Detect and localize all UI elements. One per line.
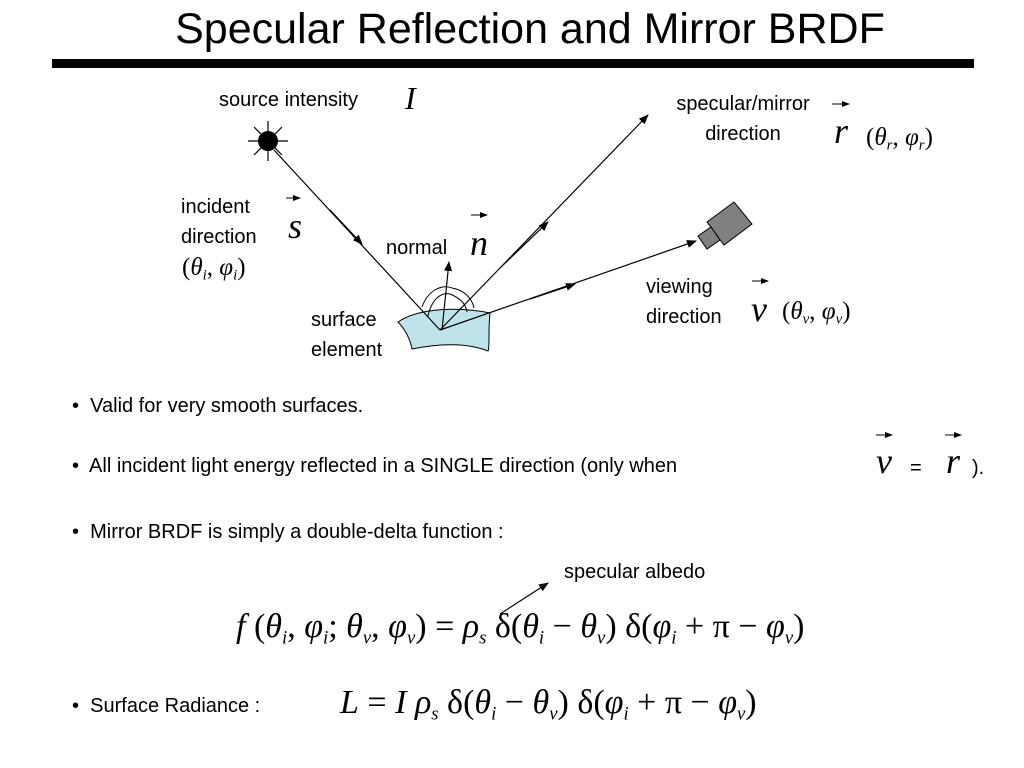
sun-icon bbox=[248, 121, 288, 161]
condition-v-symbol: v bbox=[876, 441, 892, 481]
title-underline bbox=[52, 59, 974, 68]
bullet-text: Mirror BRDF is simply a double-delta fun… bbox=[90, 521, 504, 543]
condition-r-symbol: r bbox=[946, 441, 961, 481]
incident-angles: (θi, φi) bbox=[182, 254, 246, 284]
viewing-label-line1: viewing bbox=[646, 276, 713, 298]
bullet-text: All incident light energy reflected in a… bbox=[89, 455, 678, 477]
viewing-ray bbox=[439, 240, 697, 331]
bullet-single-direction: • All incident light energy reflected in… bbox=[72, 452, 677, 480]
normal-label: normal bbox=[386, 237, 448, 259]
bullet-double-delta: • Mirror BRDF is simply a double-delta f… bbox=[72, 518, 504, 546]
bullet-glyph: • bbox=[72, 395, 80, 417]
source-intensity-label: source intensity bbox=[219, 89, 358, 111]
bullet-text: Surface Radiance : bbox=[90, 695, 261, 717]
incident-ray bbox=[273, 149, 441, 331]
condition-equals: = bbox=[910, 457, 922, 479]
condition-close: ). bbox=[972, 457, 985, 479]
incident-vector-symbol: s bbox=[288, 206, 303, 246]
specular-angles: (θr, φr) bbox=[866, 124, 933, 154]
bullet-surface-radiance: • Surface Radiance : bbox=[72, 692, 260, 720]
surface-normal bbox=[421, 261, 475, 331]
slide-title: Specular Reflection and Mirror BRDF bbox=[175, 5, 885, 53]
radiance-equation: L = I ρs δ(θi − θv) δ(φi + π − φv) bbox=[340, 684, 757, 725]
viewing-angles: (θv, φv) bbox=[782, 298, 851, 328]
specular-albedo-label: specular albedo bbox=[564, 561, 706, 583]
camera-icon bbox=[697, 201, 753, 250]
viewing-label-line2: direction bbox=[646, 306, 722, 328]
bullet-glyph: • bbox=[72, 455, 80, 477]
incident-label-line1: incident bbox=[181, 196, 250, 218]
brdf-equation: f (θi, φi; θv, φv) = ρs δ(θi − θv) δ(φi … bbox=[236, 608, 805, 649]
specular-label-line2: direction bbox=[705, 123, 781, 145]
viewing-vector-symbol: v bbox=[751, 289, 767, 329]
bullet-glyph: • bbox=[72, 521, 80, 543]
incident-label-line2: direction bbox=[181, 226, 257, 248]
specular-ray bbox=[439, 114, 649, 331]
albedo-pointer bbox=[499, 582, 549, 615]
surface-label-line1: surface bbox=[311, 309, 377, 331]
surface-element bbox=[397, 308, 491, 352]
specular-vector-symbol: r bbox=[834, 111, 849, 151]
bullet-text: Valid for very smooth surfaces. bbox=[90, 395, 364, 417]
bullet-smooth-surfaces: • Valid for very smooth surfaces. bbox=[72, 392, 363, 420]
source-intensity-symbol: I bbox=[405, 80, 416, 116]
normal-vector-symbol: n bbox=[470, 223, 488, 263]
bullet-glyph: • bbox=[72, 695, 80, 717]
surface-label-line2: element bbox=[311, 339, 383, 361]
specular-label-line1: specular/mirror bbox=[676, 93, 810, 115]
